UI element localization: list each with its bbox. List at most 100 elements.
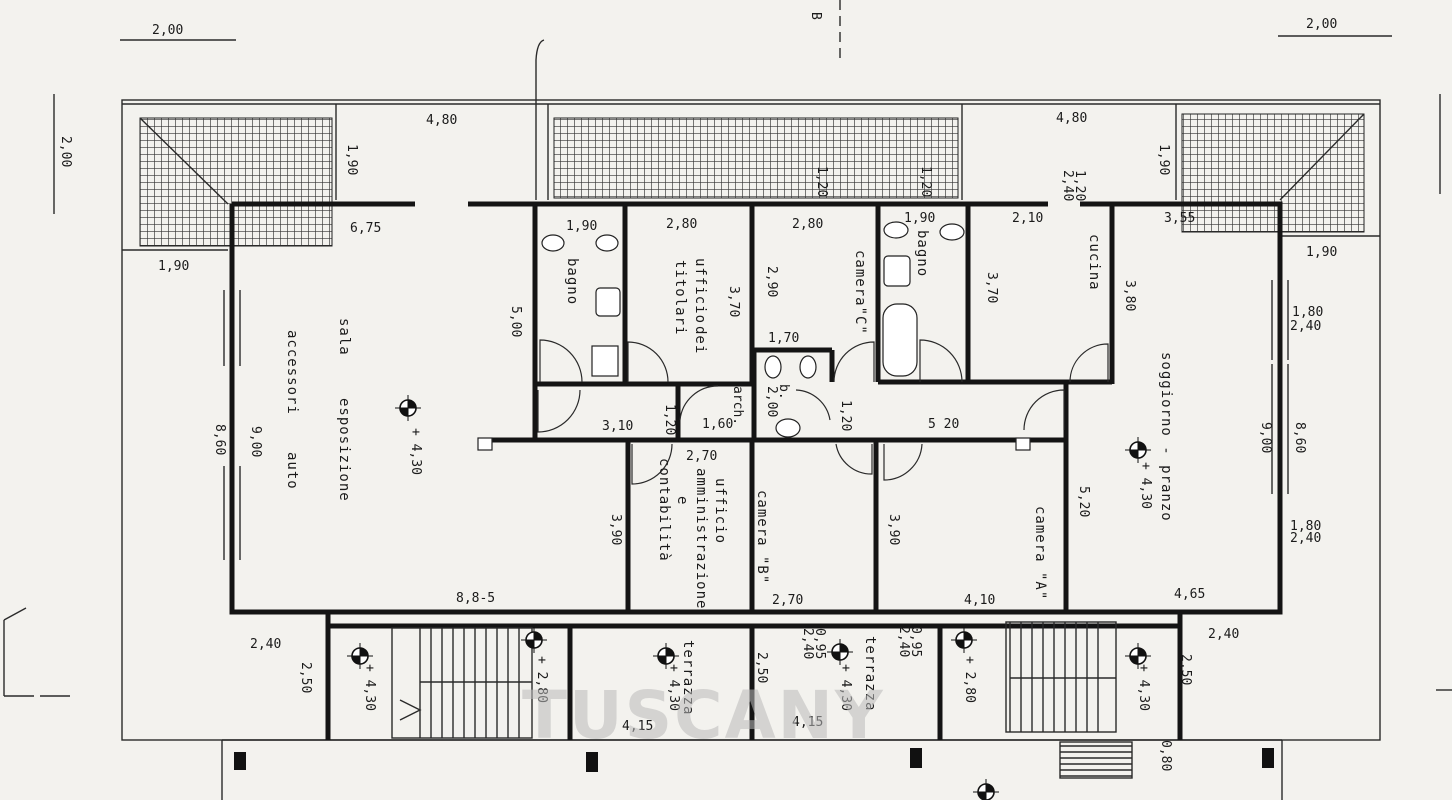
dim-label: 4,15 bbox=[622, 719, 653, 734]
pier bbox=[586, 752, 598, 772]
dim-label: 2,40 bbox=[800, 628, 815, 659]
dim-label: 2,40 bbox=[250, 637, 281, 652]
level-label: + 2,80 bbox=[534, 656, 549, 703]
level-marker-symbol bbox=[973, 779, 999, 800]
interior-walls bbox=[477, 206, 1115, 740]
dim-label: 4,80 bbox=[426, 113, 457, 128]
dim-label: 8,8-5 bbox=[456, 591, 495, 606]
dim-label: 3,10 bbox=[602, 419, 633, 434]
dim-label: 3,80 bbox=[1122, 280, 1137, 311]
dim-label: 2,10 bbox=[1012, 211, 1043, 226]
dim-label: 2,40 bbox=[1208, 627, 1239, 642]
dim-label: 2,90 bbox=[764, 266, 779, 297]
level-label: + 2,80 bbox=[962, 656, 977, 703]
level-marker-symbol bbox=[827, 639, 853, 665]
dim-label: 2,00 bbox=[764, 386, 779, 417]
dim-label: 2,80 bbox=[792, 217, 823, 232]
dim-label: 4,10 bbox=[964, 593, 995, 608]
dim-label: 3,55 bbox=[1164, 211, 1195, 226]
room-label-ufficio-amministrazione: contabilità bbox=[656, 458, 672, 562]
dimension-labels: 2,00 2,00 2,00 4,80 4,80 1,90 1,90 1,90 … bbox=[58, 17, 1337, 771]
dim-label: 5 20 bbox=[928, 417, 959, 432]
dim-label: 1,20 bbox=[814, 166, 829, 197]
level-marker-symbol bbox=[653, 643, 679, 669]
dim-label: 1,90 bbox=[904, 211, 935, 226]
windows bbox=[223, 280, 1289, 560]
dim-label: 1,20 bbox=[662, 404, 677, 435]
bathroom-fixtures bbox=[541, 221, 965, 438]
dim-label: 3,70 bbox=[984, 272, 999, 303]
room-label-ufficio-amministrazione: e bbox=[674, 496, 690, 505]
room-label-bagno-1: bagno bbox=[564, 258, 580, 305]
roof-planter-right bbox=[1181, 113, 1365, 233]
level-marker-symbol bbox=[1125, 643, 1151, 669]
room-label-ufficio-amministrazione: amministrazione bbox=[693, 468, 709, 609]
room-label-terrazza-2: terrazza bbox=[862, 636, 878, 711]
level-marker-symbol bbox=[395, 395, 421, 421]
dim-label: 1,20 bbox=[1072, 170, 1087, 201]
level-marker-symbol bbox=[521, 627, 547, 653]
pier bbox=[910, 748, 922, 768]
level-label: + 4,30 bbox=[1138, 462, 1153, 509]
dim-label: 1,70 bbox=[768, 331, 799, 346]
dim-label: 4,15 bbox=[792, 715, 823, 730]
dim-label: 4,80 bbox=[1056, 111, 1087, 126]
dim-label: 2,70 bbox=[772, 593, 803, 608]
dim-label: 1,20 bbox=[918, 166, 933, 197]
dim-label: 2,70 bbox=[686, 449, 717, 464]
level-marker-symbol bbox=[951, 627, 977, 653]
dim-label: 1,90 bbox=[1306, 245, 1337, 260]
room-label-arch: arch. bbox=[730, 386, 745, 425]
room-label-b: b. bbox=[776, 384, 791, 400]
dim-label: 8,60 bbox=[212, 424, 227, 455]
dim-label: 0,95 bbox=[812, 628, 827, 659]
dim-label: 1,90 bbox=[1156, 144, 1171, 175]
dim-label: 2,50 bbox=[298, 662, 313, 693]
level-label: + 4,30 bbox=[666, 664, 681, 711]
dim-label: 3,90 bbox=[608, 514, 623, 545]
level-marker-symbol bbox=[1125, 437, 1151, 463]
section-marker: B bbox=[808, 12, 823, 20]
room-label-accessori: accessori bbox=[284, 330, 300, 415]
dim-label: 1,80 bbox=[1292, 305, 1323, 320]
dim-label: 2,40 bbox=[1290, 319, 1321, 334]
dim-label: 2,50 bbox=[754, 652, 769, 683]
roof-planter-center bbox=[553, 117, 959, 199]
dim-label: 0,80 bbox=[1158, 740, 1173, 771]
dim-label: 2,00 bbox=[152, 23, 183, 38]
dim-label: 8,60 bbox=[1292, 422, 1307, 453]
pier bbox=[234, 752, 246, 770]
dim-label: 3,90 bbox=[886, 514, 901, 545]
room-label-ufficio-titolari: titolari bbox=[672, 260, 688, 335]
stair-left bbox=[391, 627, 533, 739]
dim-label: 2,00 bbox=[58, 136, 73, 167]
roof-planter-left bbox=[139, 117, 333, 247]
dim-label: 2,50 bbox=[1178, 654, 1193, 685]
room-label-camera-c: camera"C" bbox=[852, 250, 868, 335]
dim-label: 1,60 bbox=[702, 417, 733, 432]
dim-label: 2,40 bbox=[896, 626, 911, 657]
dim-label: 1,90 bbox=[158, 259, 189, 274]
room-label-camera-a: camera "A" bbox=[1032, 506, 1048, 600]
level-markers bbox=[347, 395, 1151, 800]
room-labels: sala esposizione accessori auto bagno uf… bbox=[284, 230, 1174, 715]
room-label-terrazza-1: terrazza bbox=[680, 640, 696, 715]
room-label-bagno-2: bagno bbox=[914, 230, 930, 277]
dim-label: 0,95 bbox=[908, 626, 923, 657]
level-label: + 4,30 bbox=[362, 664, 377, 711]
dim-label: 9,00 bbox=[248, 426, 263, 457]
watermark: TUSCANY bbox=[522, 677, 885, 754]
level-marker-symbol bbox=[347, 643, 373, 669]
level-label: + 4,30 bbox=[838, 664, 853, 711]
door-swings bbox=[537, 339, 1109, 485]
dim-label: 9,00 bbox=[1258, 422, 1273, 453]
dim-label: 2,40 bbox=[1290, 531, 1321, 546]
room-label-ufficio-amministrazione: ufficio bbox=[712, 478, 728, 544]
dim-label: 2,00 bbox=[1306, 17, 1337, 32]
room-label-ufficio-titolari: ufficio bbox=[692, 258, 708, 324]
level-label: + 4,30 bbox=[408, 428, 423, 475]
room-label-auto: auto bbox=[284, 452, 300, 490]
level-labels: + 4,30 + 4,30 + 4,30 + 2,80 + 4,30 + 4,3… bbox=[362, 428, 1153, 711]
dim-label: 4,65 bbox=[1174, 587, 1205, 602]
